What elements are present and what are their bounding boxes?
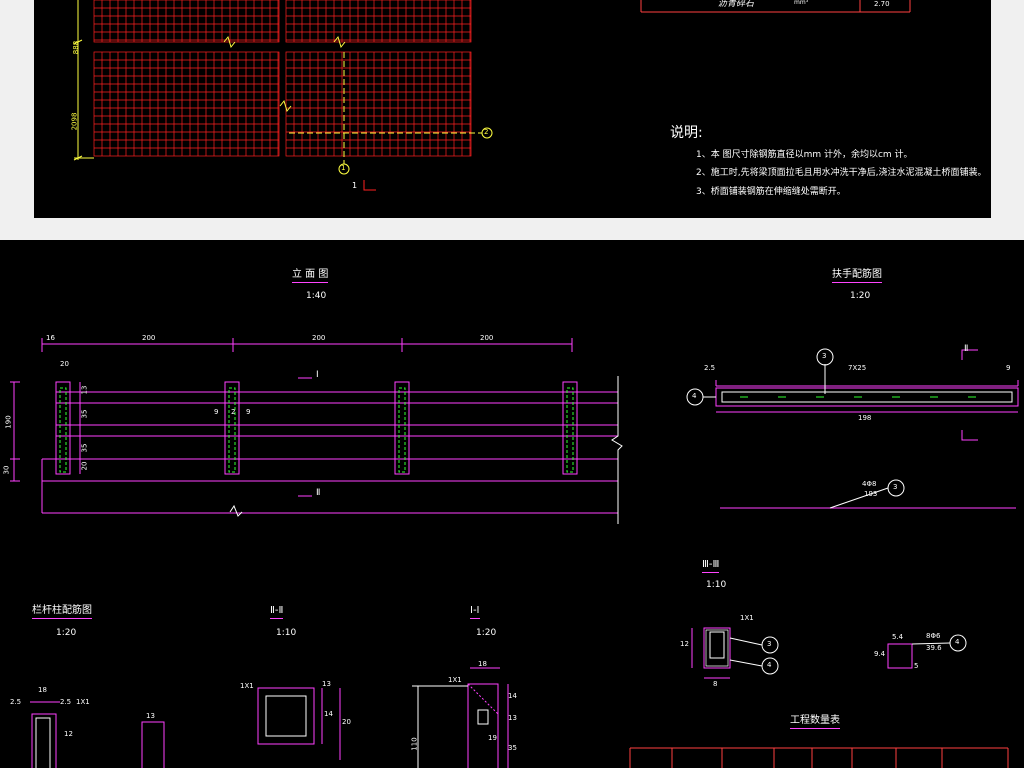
post-width-dim: 20 — [60, 360, 69, 368]
section-iii-view — [691, 627, 731, 679]
rail-dim-7x25: 7X25 — [848, 364, 867, 372]
section-i-view — [412, 667, 509, 768]
post-vdim-6: 35 — [80, 443, 89, 453]
section-i-dim-18: 18 — [478, 660, 487, 668]
post-vdim-7: 20 — [80, 461, 89, 471]
axis-marker-2: 2 — [484, 128, 489, 136]
post-rebar-dim-25b: 2.5 — [60, 698, 72, 706]
section-i-1x1: 1X1 — [448, 676, 462, 684]
section-ii-view — [257, 687, 341, 760]
grid-block — [93, 51, 280, 157]
stirrup-label: 8Φ6 — [926, 632, 941, 640]
elevation-dim-200c: 200 — [480, 334, 494, 342]
note-1: 1、本 图尺寸除钢筋直径以mm 计外，余均以cm 计。 — [696, 150, 913, 160]
section-iii-scale: 1:10 — [706, 580, 727, 590]
elevation-title: 立 面 图 — [292, 269, 329, 283]
section-iii-1x1: 1X1 — [740, 614, 754, 622]
section-ii-dim-13: 13 — [322, 680, 331, 688]
notes-title: 说明: — [670, 125, 703, 141]
post-rebar-dim-13: 13 — [146, 712, 155, 720]
post-rebar-title: 栏杆柱配筋图 — [32, 605, 92, 619]
section-i-title: Ⅰ-Ⅰ — [470, 605, 480, 619]
post-rebar-dim-25a: 2.5 — [10, 698, 22, 706]
section-i-scale: 1:20 — [476, 628, 497, 638]
post-rebar-dim-18: 18 — [38, 686, 47, 694]
deck-reinforcement-panel: 888 2098 1 2 1 沥青碎石 mm³ 2.70 说明: 1、本 图尺寸… — [34, 0, 991, 218]
section-iii-dim-8: 8 — [713, 680, 718, 688]
table-cell-value: 2.70 — [874, 0, 890, 8]
rail-bar-callout: 3 — [893, 483, 898, 491]
section-iii-dim-12: 12 — [680, 640, 689, 648]
section-iii-title: Ⅲ-Ⅲ — [702, 559, 720, 573]
stirrup-dim-94: 9.4 — [874, 650, 886, 658]
post-vdim-3: 35 — [80, 409, 89, 419]
rail-detail-view — [715, 349, 1019, 509]
post-rebar-scale: 1:20 — [56, 628, 77, 638]
left-dim-b: 2098 — [70, 112, 79, 131]
quantity-table — [629, 747, 1009, 768]
section-ii-title: Ⅱ-Ⅱ — [270, 605, 284, 619]
quantity-table-title: 工程数量表 — [790, 715, 840, 729]
rail-dim-9: 9 — [1006, 364, 1011, 372]
rail-detail-title: 扶手配筋图 — [832, 269, 882, 283]
section-ii-1x1: 1X1 — [240, 682, 254, 690]
section-i-dim-35: 35 — [508, 744, 517, 752]
elevation-scale: 1:40 — [306, 291, 327, 301]
small-dim-9b: 9 — [246, 408, 251, 416]
elevation-view — [10, 338, 618, 514]
elevation-dim-200a: 200 — [142, 334, 156, 342]
small-dim-9a: 9 — [214, 408, 219, 416]
deck-plan-drawing — [73, 0, 911, 191]
post-rebar-dim-12: 12 — [64, 730, 73, 738]
section-iii-callout-3: 3 — [767, 640, 772, 648]
railing-drawings — [10, 338, 1019, 768]
left-dim-a: 888 — [72, 40, 81, 55]
stirrup-dim-5: 5 — [914, 662, 919, 670]
note-3: 3、桥面铺装钢筋在伸缩缝处需断开。 — [696, 187, 846, 197]
section-ii-scale: 1:10 — [276, 628, 297, 638]
post-rebar-view — [30, 701, 165, 768]
section-i-dim-14: 14 — [508, 692, 517, 700]
post-vdim-1: 13 — [80, 385, 89, 395]
section-iii-callout-4: 4 — [767, 661, 772, 669]
grid-block — [93, 0, 280, 43]
section-mark-ii: Ⅱ — [316, 488, 321, 498]
rail-callout-3: 3 — [822, 352, 827, 360]
rail-bar-label: 4Φ8 — [862, 480, 877, 488]
rail-callout-4: 4 — [692, 392, 697, 400]
section-ii-dim-14: 14 — [324, 710, 333, 718]
stirrup-dim-54: 5.4 — [892, 633, 904, 641]
note-2: 2、施工时,先将梁顶面拉毛且用水冲洗干净后,浇注水泥混凝土桥面铺装。 — [696, 168, 987, 178]
grid-block — [285, 0, 472, 43]
railing-drawing-sheet: 立 面 图 1:40 16 200 200 200 20 13 35 35 20… — [0, 240, 1024, 768]
top-section-mark: 1 — [352, 181, 358, 190]
table-cell-label: 沥青碎石 — [718, 0, 755, 9]
rail-dim-198: 198 — [858, 414, 872, 422]
rail-detail-scale: 1:20 — [850, 291, 871, 301]
small-dim-2: 2 — [231, 408, 236, 416]
section-mark-i: Ⅰ — [316, 370, 319, 380]
section-ii-dim-20: 20 — [342, 718, 351, 726]
section-i-dim-13: 13 — [508, 714, 517, 722]
post-rebar-1x1: 1X1 — [76, 698, 90, 706]
grid-block — [285, 51, 472, 157]
elevation-dim-16: 16 — [46, 334, 55, 342]
left-dim-30: 30 — [2, 465, 11, 475]
axis-marker-1: 1 — [341, 164, 346, 172]
stirrup-length: 39.6 — [926, 644, 942, 652]
elevation-dim-200b: 200 — [312, 334, 326, 342]
section-i-dim-110: 110 — [410, 737, 419, 751]
stirrup-callout: 4 — [955, 638, 960, 646]
rail-bar-length: 193 — [864, 490, 878, 498]
section-i-dim-19: 19 — [488, 734, 497, 742]
left-dim-190: 190 — [4, 415, 13, 429]
rail-dim-25: 2.5 — [704, 364, 716, 372]
rail-section-mark: Ⅱ — [964, 344, 969, 354]
table-cell-unit: mm³ — [794, 0, 809, 6]
